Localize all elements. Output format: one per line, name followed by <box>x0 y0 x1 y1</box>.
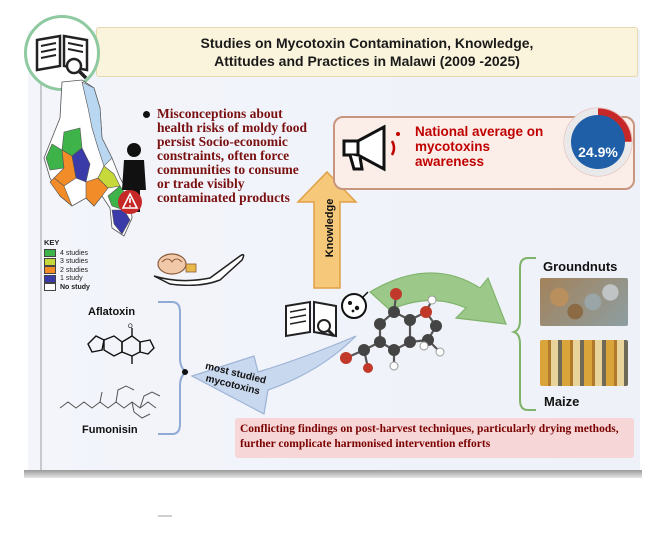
map-key-row: 1 study <box>44 274 90 284</box>
title-line-1: Studies on Mycotoxin Contamination, Know… <box>200 35 534 51</box>
aflatoxin-label: Aflatoxin <box>88 306 136 318</box>
title-line-2: Attitudes and Practices in Malawi (2009 … <box>214 53 520 69</box>
decorative-dash <box>158 515 172 517</box>
map-key-row: 3 studies <box>44 257 90 267</box>
book-search-logo <box>24 15 100 91</box>
knowledge-arrow <box>296 170 358 289</box>
groundnuts-label: Groundnuts <box>543 259 618 274</box>
malawi-map <box>43 79 133 237</box>
awareness-donut <box>563 107 633 177</box>
fumonisin-structure <box>59 385 161 419</box>
most-studied-arrow <box>190 335 357 415</box>
megaphone-icon <box>342 124 400 172</box>
aflatoxin-structure: O <box>87 324 155 364</box>
swatch <box>44 266 56 275</box>
swatch <box>44 257 56 266</box>
knowledge-label: Knowledge <box>324 198 336 258</box>
svg-text:O: O <box>128 324 133 330</box>
hand-brain-icon <box>153 253 245 286</box>
bullet <box>143 111 150 118</box>
swatch <box>44 249 56 258</box>
maize-label: Maize <box>544 394 580 409</box>
map-key-label: 4 studies <box>60 249 89 257</box>
map-key: KEY 4 studies 3 studies 2 studies 1 stud… <box>44 238 90 292</box>
maize-photo <box>540 340 628 386</box>
swatch <box>44 274 56 283</box>
awareness-value: 24.9% <box>578 144 618 160</box>
toxin-bracket <box>158 301 189 435</box>
map-key-row: 2 studies <box>44 266 90 275</box>
awareness-text: National average on mycotoxins awareness <box>415 124 544 169</box>
misconceptions-text: Misconceptions about health risks of mol… <box>157 106 308 205</box>
map-key-label: 1 study <box>60 275 83 283</box>
crops-arrow <box>368 272 507 325</box>
swatch <box>44 283 56 292</box>
book-search-icon <box>35 34 89 80</box>
bottom-shadow <box>24 470 642 478</box>
crops-bracket <box>510 257 536 411</box>
mycotoxin-molecule <box>340 288 445 373</box>
map-key-label: 3 studies <box>60 258 89 266</box>
book-search-small-icon <box>285 300 337 338</box>
vertical-divider <box>40 60 42 470</box>
conflict-box <box>235 418 634 458</box>
map-key-row: 4 studies <box>44 249 90 258</box>
person-warning-icon <box>118 143 146 214</box>
fungus-icon <box>341 291 369 319</box>
donut-center <box>571 115 625 169</box>
fumonisin-label: Fumonisin <box>82 424 138 436</box>
map-key-row: No study <box>44 283 90 292</box>
map-key-label: 2 studies <box>60 266 89 274</box>
page-title: Studies on Mycotoxin Contamination, Know… <box>97 34 637 70</box>
map-key-label: No study <box>60 283 90 291</box>
groundnuts-photo <box>540 278 628 326</box>
map-key-title: KEY <box>44 238 60 247</box>
title-banner: Studies on Mycotoxin Contamination, Know… <box>96 27 638 77</box>
conflict-text: Conflicting findings on post-harvest tec… <box>240 423 619 450</box>
